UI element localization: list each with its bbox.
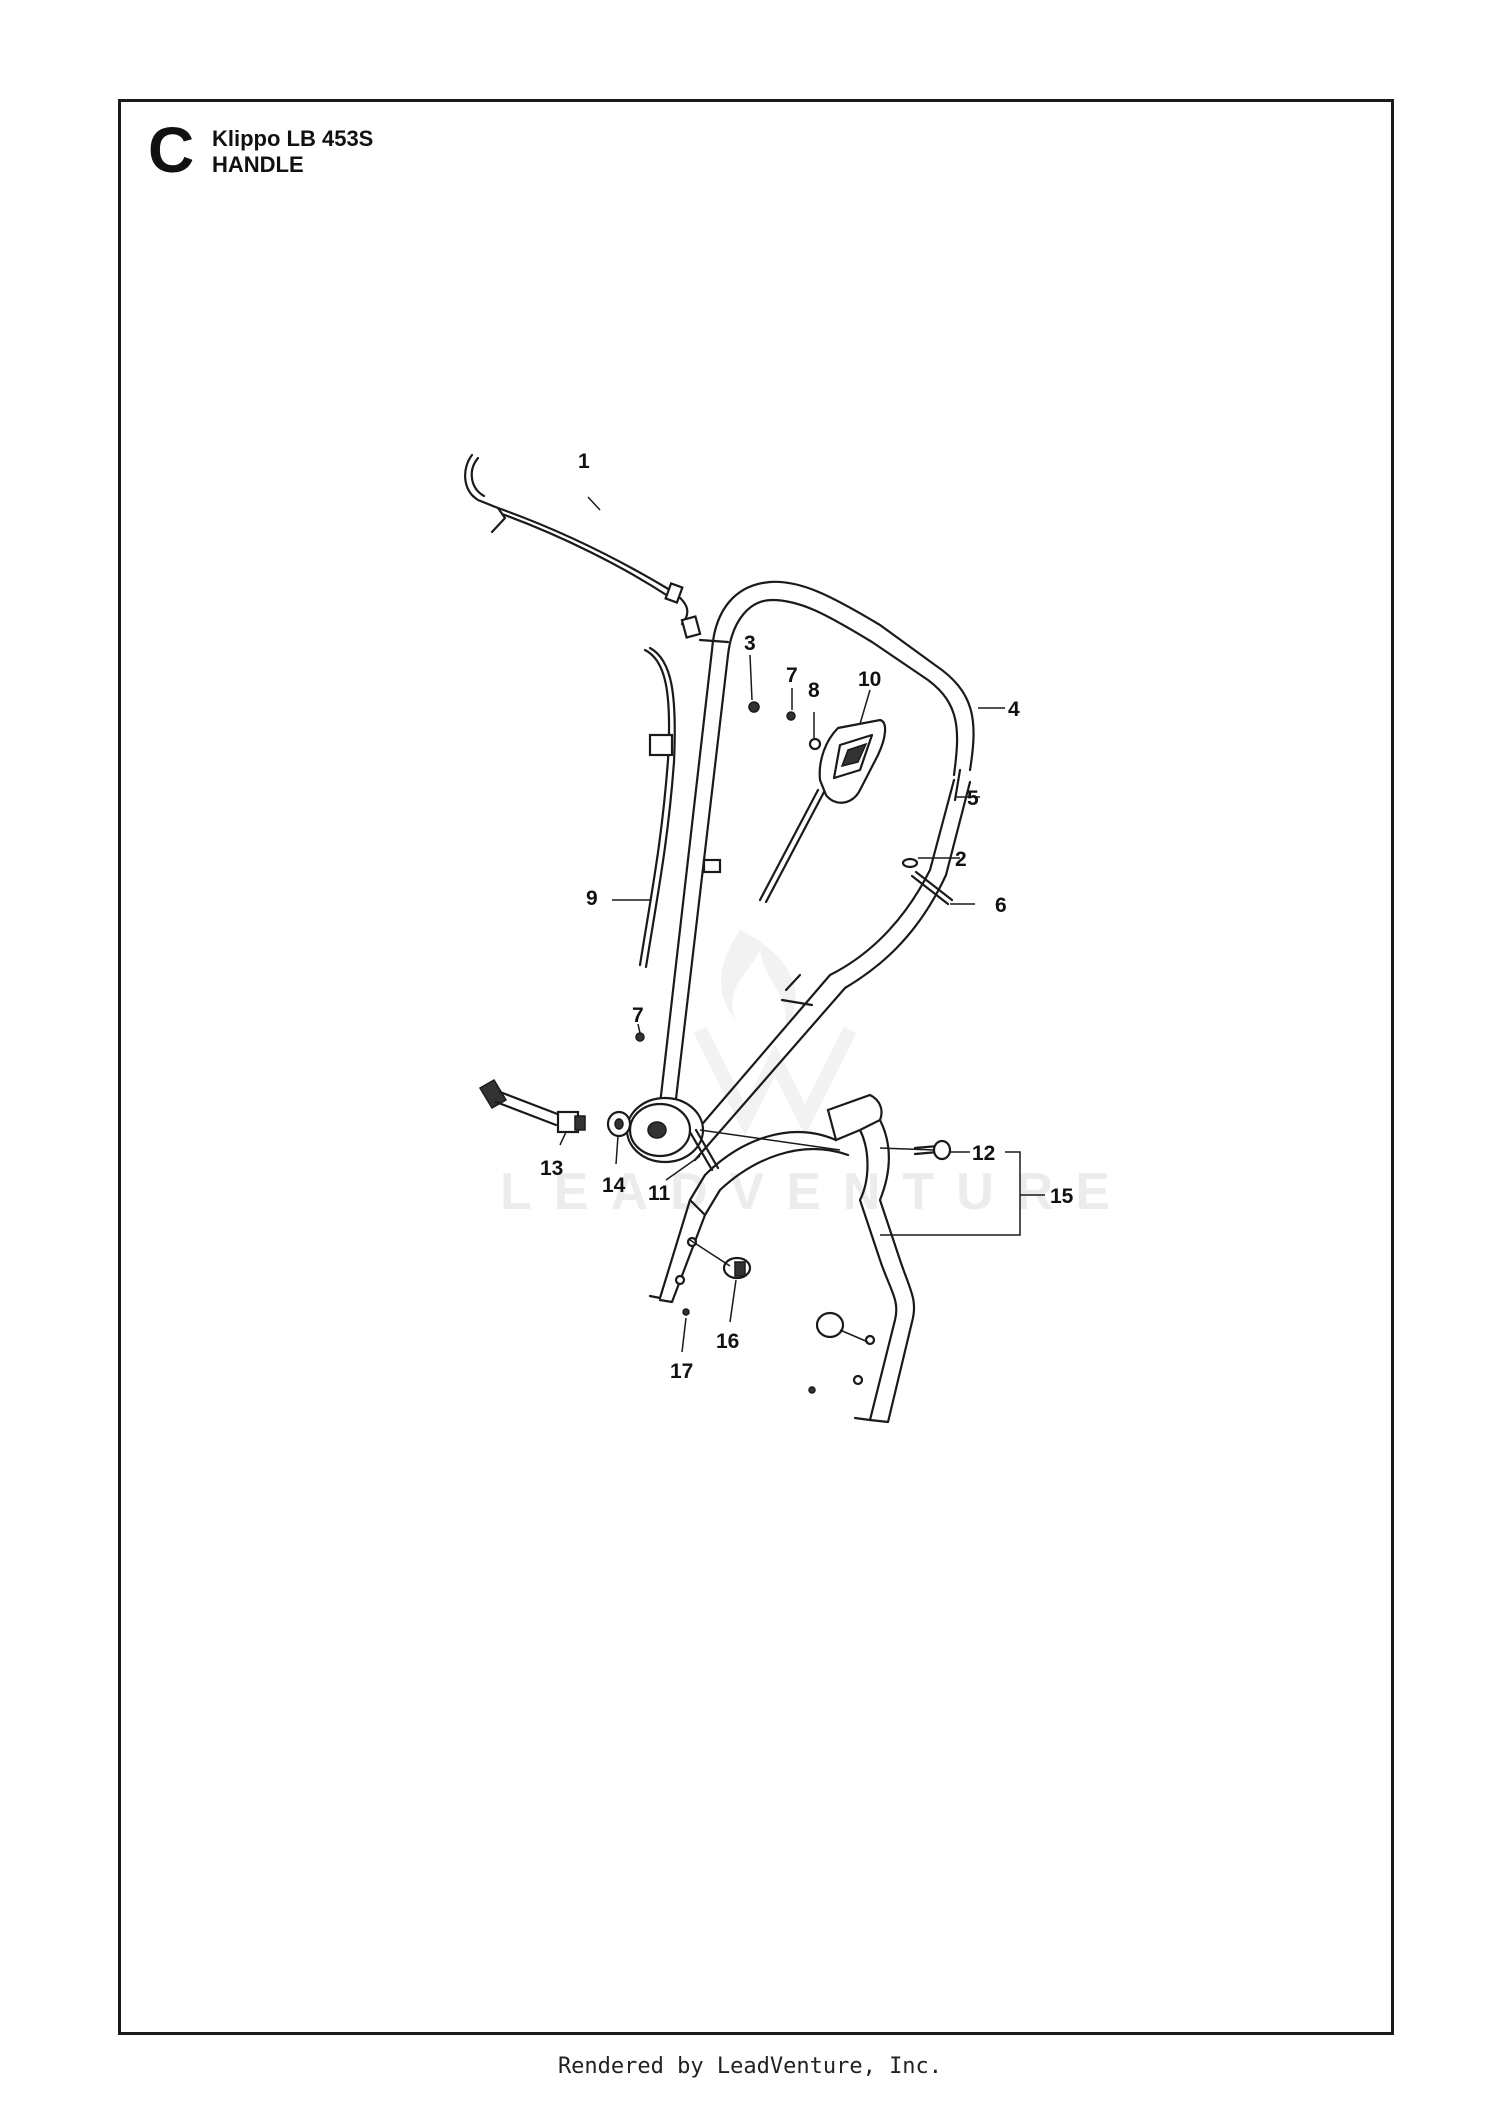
- callout-leaders: [559, 496, 1045, 1353]
- part-5-lower-tube[interactable]: [678, 778, 972, 1162]
- callout-16[interactable]: 16: [716, 1330, 739, 1353]
- callout-4[interactable]: 4: [1008, 698, 1020, 721]
- assembly-line: [699, 1129, 841, 1151]
- callout-7-bottom[interactable]: 7: [632, 1004, 644, 1027]
- part-7-nut[interactable]: [786, 711, 796, 721]
- part-4-upper-handle[interactable]: [653, 580, 975, 1152]
- callout-11[interactable]: 11: [648, 1182, 671, 1205]
- callout-3[interactable]: 3: [744, 632, 756, 655]
- callout-7-top[interactable]: 7: [786, 664, 798, 687]
- callout-1[interactable]: 1: [578, 450, 590, 473]
- part-12-bolt[interactable]: [913, 1139, 952, 1161]
- footer-credit: Rendered by LeadVenture, Inc.: [557, 2054, 943, 2079]
- section-title: HANDLE: [212, 152, 304, 177]
- callout-8[interactable]: 8: [808, 679, 820, 702]
- part-13-knob[interactable]: [478, 1078, 586, 1134]
- callout-9[interactable]: 9: [586, 887, 598, 910]
- part-10-throttle-control[interactable]: [758, 718, 887, 904]
- part-6-bolt[interactable]: [910, 874, 950, 906]
- part-8-washer[interactable]: [808, 737, 822, 751]
- part-2-washer[interactable]: [901, 857, 919, 869]
- part-14-washer[interactable]: [606, 1110, 632, 1138]
- part-1-throttle-cable[interactable]: [464, 453, 702, 639]
- callout-15[interactable]: 15: [1050, 1185, 1074, 1208]
- part-11-bolt[interactable]: [688, 1128, 720, 1172]
- callout-14[interactable]: 14: [602, 1174, 626, 1197]
- handle-pivot-hub[interactable]: [625, 1096, 705, 1164]
- callout-10[interactable]: 10: [858, 668, 881, 691]
- part-3-screw[interactable]: [748, 701, 760, 713]
- part-9-cable[interactable]: [638, 646, 722, 969]
- watermark-text: LEADVENTURE: [500, 1163, 1133, 1221]
- diagram-frame: [118, 99, 1394, 2035]
- callout-12[interactable]: 12: [972, 1142, 995, 1165]
- model-title: Klippo LB 453S: [212, 126, 374, 151]
- watermark-logo: [693, 930, 857, 1136]
- part-7-nut-lower[interactable]: [635, 1032, 645, 1042]
- callouts: 1 2 3 4 5 6 7 7 8 9 10 11 12 13 14 15 16…: [540, 450, 1074, 1383]
- callout-5[interactable]: 5: [967, 787, 979, 810]
- callout-17[interactable]: 17: [670, 1360, 693, 1383]
- callout-13[interactable]: 13: [540, 1157, 563, 1180]
- part-15-lower-handle[interactable]: [648, 1093, 916, 1424]
- hardware: [635, 701, 954, 1042]
- part-17-pin[interactable]: [682, 1308, 816, 1394]
- callout-2[interactable]: 2: [955, 848, 967, 871]
- section-letter: C: [148, 114, 195, 186]
- part-16-washer[interactable]: [689, 1239, 869, 1343]
- callout-6[interactable]: 6: [995, 894, 1007, 917]
